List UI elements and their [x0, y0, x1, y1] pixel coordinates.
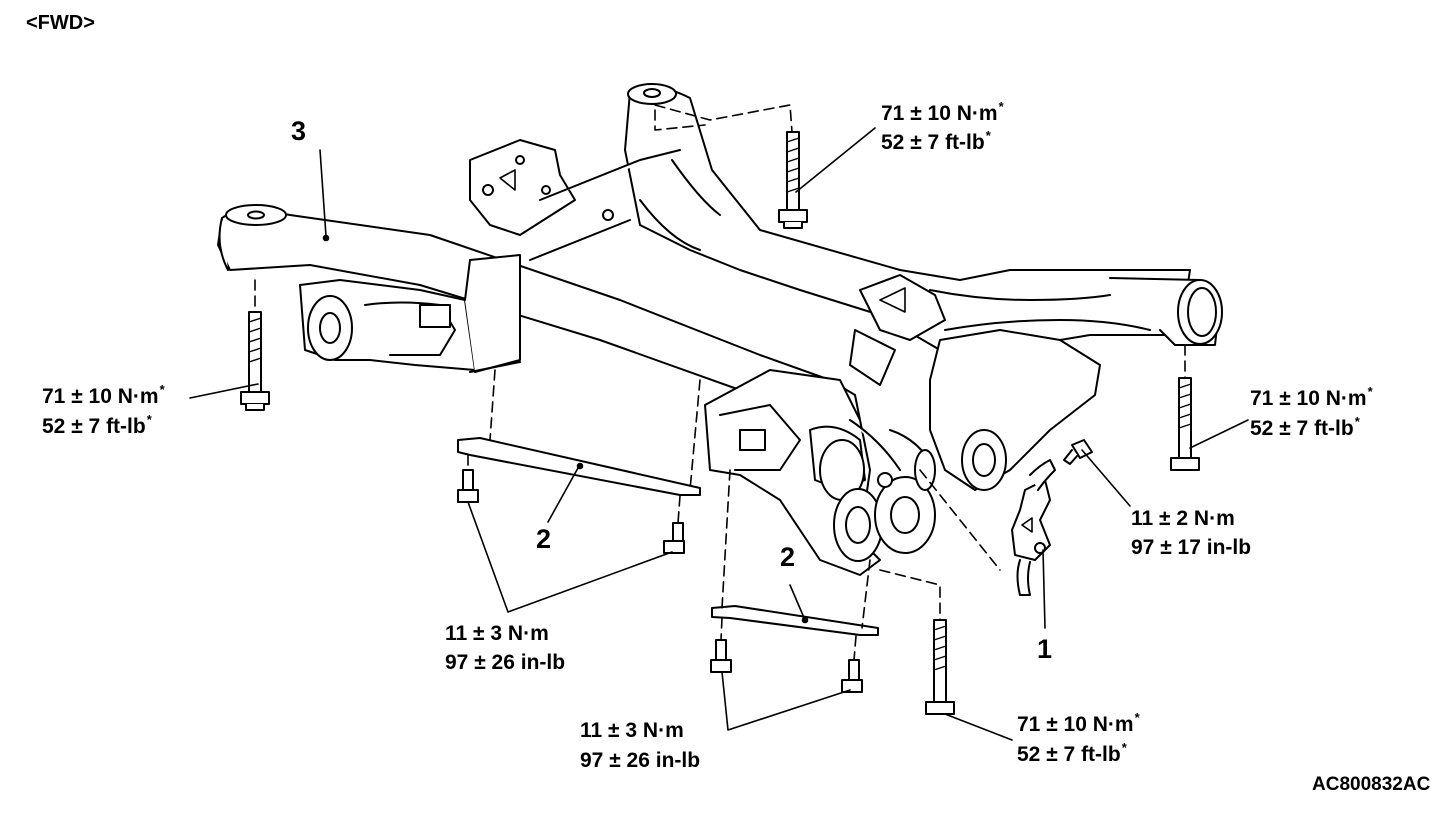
- reinforcement-bar-right: [711, 605, 879, 636]
- bolt-right: [1170, 377, 1200, 471]
- front-cross-tube: [217, 204, 861, 421]
- torque-left-imperial: 52 ± 7 ft-lb*: [42, 412, 152, 438]
- bolt-bar-left-b: [663, 522, 685, 554]
- torque-sensor-metric: 11 ± 2 N·m: [1131, 507, 1235, 530]
- torque-bar-right-imperial: 97 ± 26 in-lb: [580, 749, 701, 772]
- part-number-2-right: 2: [780, 542, 796, 572]
- bolt-bar-left-a: [457, 469, 479, 503]
- part-number-3: 3: [291, 116, 307, 146]
- center-arm-bracket: [704, 369, 936, 576]
- wheel-speed-sensor: [1011, 459, 1056, 596]
- part-number-1: 1: [1037, 634, 1053, 664]
- bolt-top: [778, 131, 808, 229]
- bolt-bar-right-a: [710, 639, 732, 673]
- right-tube-end: [1109, 277, 1223, 346]
- torque-top-imperial: 52 ± 7 ft-lb*: [881, 128, 991, 154]
- torque-top-metric: 71 ± 10 N·m*: [881, 99, 1004, 125]
- torque-bar-right-metric: 11 ± 3 N·m: [580, 719, 684, 742]
- torque-sensor-imperial: 97 ± 17 in-lb: [1131, 536, 1252, 559]
- torque-bar-left-imperial: 97 ± 26 in-lb: [445, 651, 566, 674]
- bolt-bottom-right: [925, 619, 955, 715]
- rear-cross-tube: [624, 83, 1191, 351]
- leader-lines: [189, 127, 1249, 741]
- part-number-2-left: 2: [536, 524, 552, 554]
- left-arm-bracket: [299, 254, 521, 373]
- torque-left-metric: 71 ± 10 N·m*: [42, 382, 165, 408]
- view-direction-label: <FWD>: [26, 12, 95, 34]
- torque-bottom-right-imperial: 52 ± 7 ft-lb*: [1017, 740, 1127, 766]
- bolt-left: [240, 311, 270, 411]
- torque-bar-left-metric: 11 ± 3 N·m: [445, 622, 549, 645]
- torque-right-imperial: 52 ± 7 ft-lb*: [1250, 414, 1360, 440]
- bolt-sensor: [1063, 439, 1093, 465]
- bolt-bar-right-b: [841, 659, 863, 693]
- alignment-lines: [254, 104, 1186, 661]
- bolts: [240, 131, 1200, 715]
- figure-id: AC800832AC: [1312, 774, 1431, 795]
- torque-bottom-right-metric: 71 ± 10 N·m*: [1017, 710, 1140, 736]
- torque-right-metric: 71 ± 10 N·m*: [1250, 384, 1373, 410]
- rear-frame: [469, 139, 681, 261]
- right-arm-mount: [849, 274, 1101, 491]
